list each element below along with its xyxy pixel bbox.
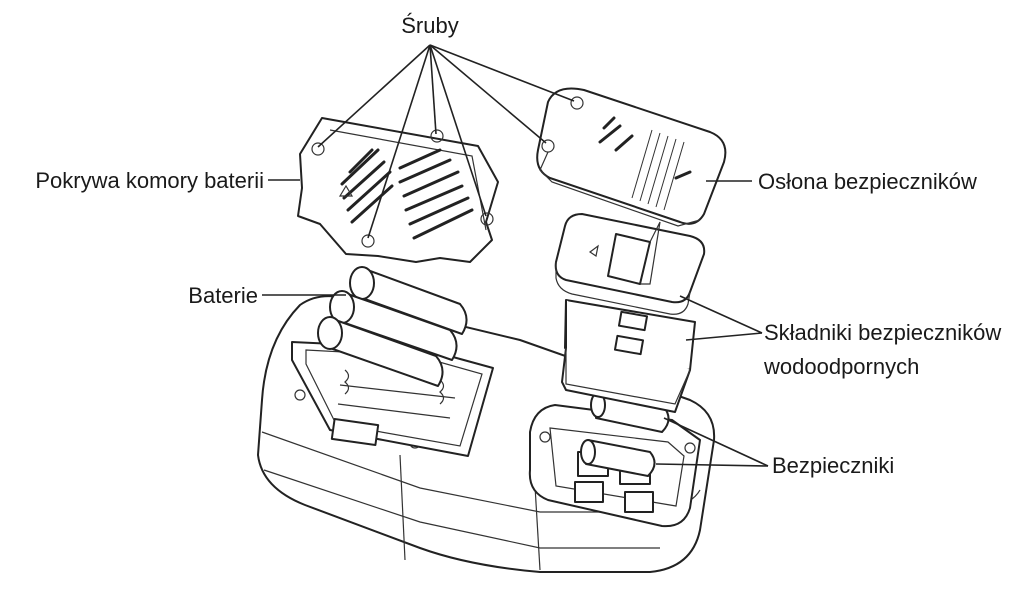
label-waterproof-fuse-parts-line1: Składniki bezpieczników xyxy=(764,320,1001,345)
fuses xyxy=(580,392,670,477)
label-batteries: Baterie xyxy=(188,283,258,308)
battery-cover xyxy=(297,117,499,263)
waterproof-seal-top xyxy=(554,213,706,315)
batteries xyxy=(317,266,468,387)
waterproof-seal-bottom xyxy=(561,299,696,413)
label-battery-cover: Pokrywa komory baterii xyxy=(35,168,264,193)
label-fuse-cover: Osłona bezpieczników xyxy=(758,169,977,194)
label-fuses: Bezpieczniki xyxy=(772,453,894,478)
label-waterproof-fuse-parts-line2: wodoodpornych xyxy=(763,354,919,379)
fuse-cover xyxy=(536,87,727,227)
leader-lines xyxy=(262,44,769,467)
label-screws: Śruby xyxy=(401,13,458,38)
